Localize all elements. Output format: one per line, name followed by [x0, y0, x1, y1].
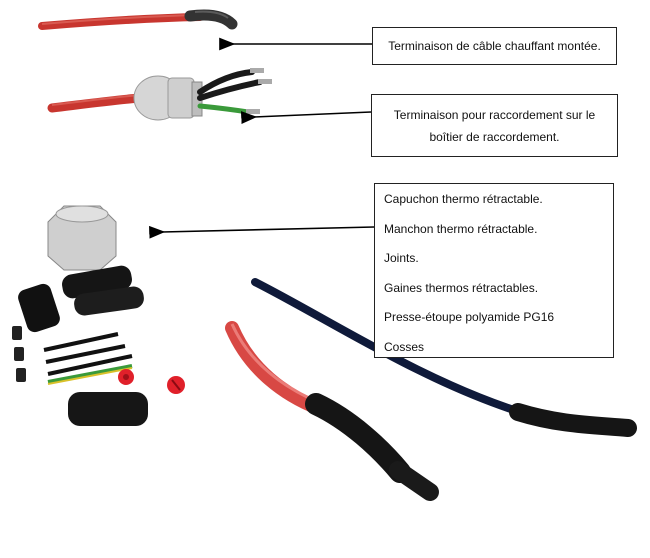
kit-item: Gaines thermos rétractables. [384, 280, 539, 295]
callout-mounted-termination-text: Terminaison de câble chauffant montée. [388, 39, 601, 53]
kit-item: Joints. [384, 251, 419, 265]
kit-item: Manchon thermo rétractable. [384, 221, 538, 236]
callout-connection-termination-text: Terminaison pour raccordement sur le boî… [393, 107, 596, 144]
kit-item: Capuchon thermo rétractable. [384, 192, 543, 206]
kit-item: Cosses [384, 339, 425, 354]
callout-kit-items: Capuchon thermo rétractable. Manchon the… [374, 183, 614, 358]
callout-connection-termination: Terminaison pour raccordement sur le boî… [371, 94, 618, 157]
arrow-kit [149, 225, 375, 239]
callout-mounted-termination: Terminaison de câble chauffant montée. [372, 27, 617, 65]
arrow-connection [240, 111, 372, 124]
kit-item: Presse-étoupe polyamide PG16 [384, 310, 555, 324]
